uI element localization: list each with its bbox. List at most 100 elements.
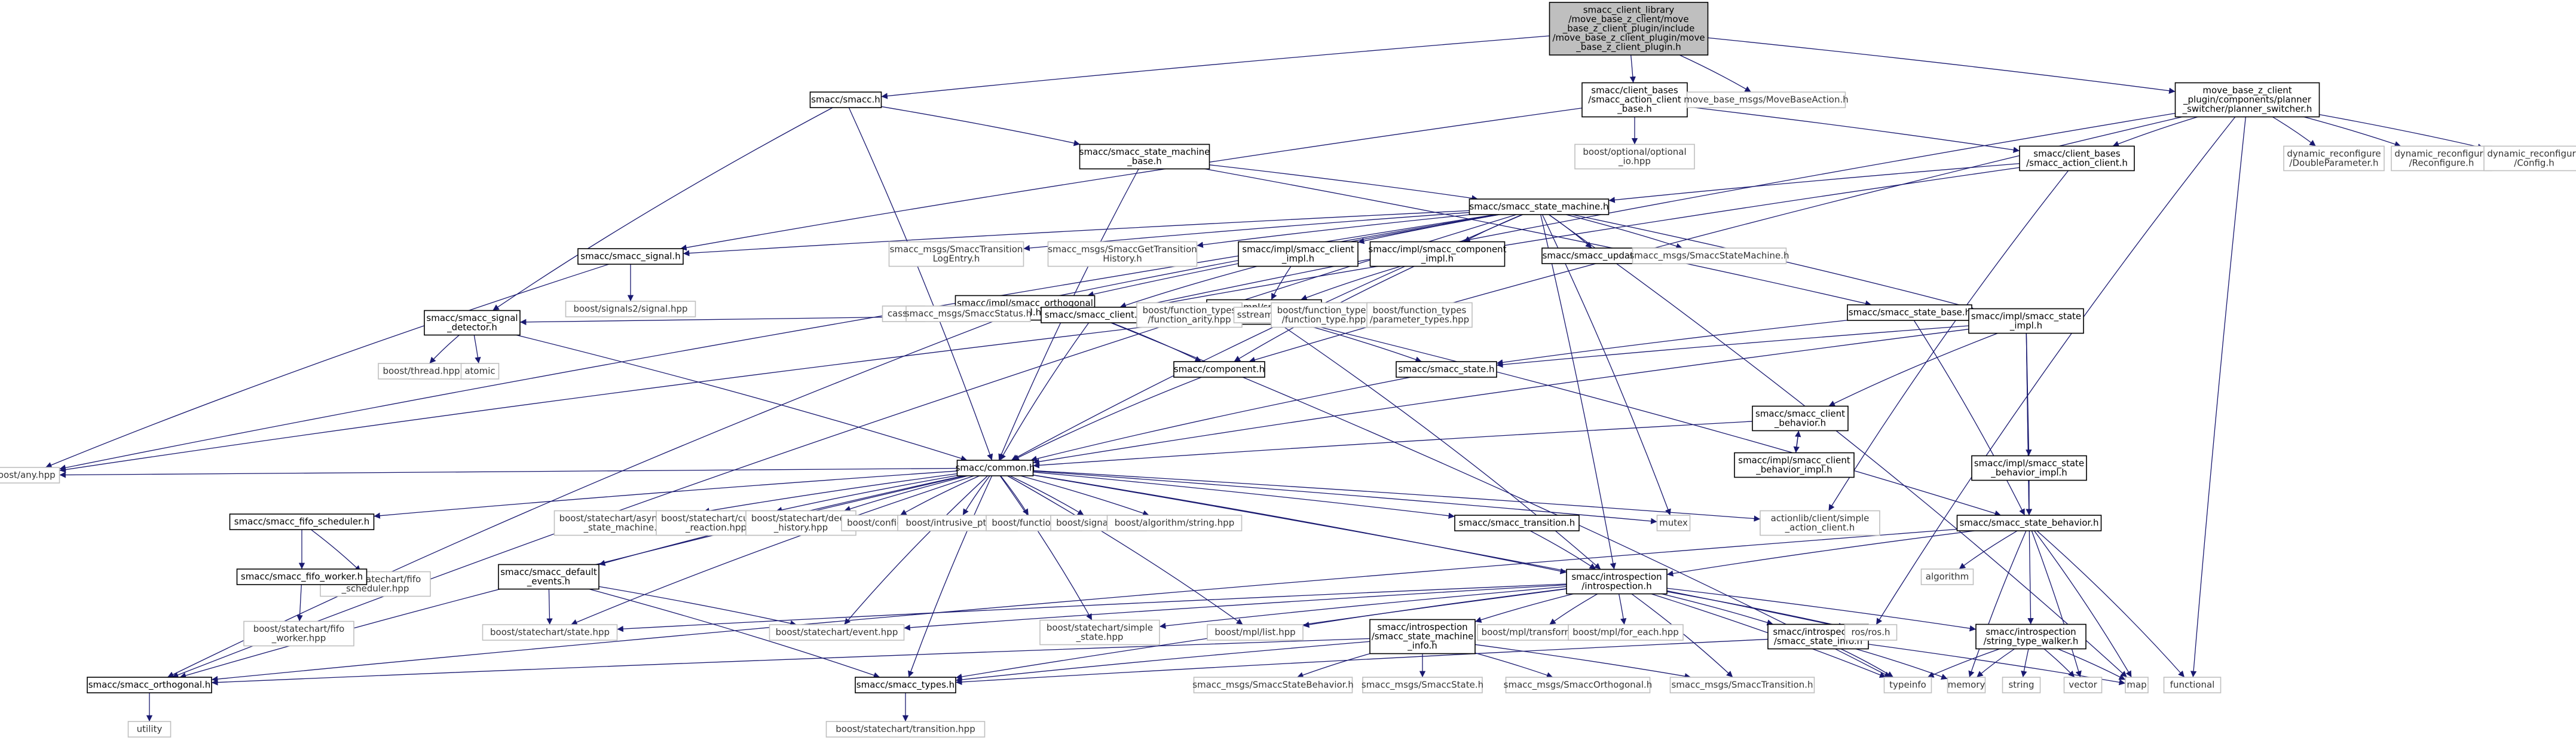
node-ssm[interactable]: smacc/smacc_state_machine.h [1468,198,1610,215]
node-fifosched[interactable]: smacc/smacc_fifo_scheduler.h [229,513,375,530]
node-planner[interactable]: move_base_z_client_plugin/components/pla… [2174,82,2320,118]
node-bsig2: boost/signals2/signal.hpp [565,301,696,317]
node-box [1568,624,1684,641]
node-box [229,513,375,530]
edge-planner-to-dyndouble [2272,116,2317,147]
node-label-line: smacc/client_bases [1591,85,1678,96]
node-clientbehimpl[interactable]: smacc/impl/smacc_client_behavior_impl.h [1734,452,1855,478]
node-box [1454,515,1580,531]
node-ssimpl[interactable]: smacc/impl/smacc_state_impl.h [1968,308,2084,334]
node-label-line: smacc/smacc_state.h [1398,364,1494,375]
node-clientimpl[interactable]: smacc/impl/smacc_client_impl.h [1238,241,1359,267]
edge-smb-to-ssm [1209,164,1478,201]
edge-ssbeh-to-sorthogonal [211,528,1957,683]
node-clientbeh[interactable]: smacc/smacc_client_behavior.h [1752,405,1849,432]
node-label-line: ros/ros.h [1852,627,1890,638]
node-label-line: smacc/smacc.h [811,94,880,105]
node-label-line: memory [1948,680,1985,690]
node-box [460,363,500,380]
node-label-line: smacc/smacc_signal.h [580,251,680,262]
node-compimpl[interactable]: smacc/impl/smacc_component_impl.h [1368,241,1507,267]
node-stransition[interactable]: smacc/smacc_transition.h [1454,515,1580,531]
edge-ssimpl-to-sstate [1496,325,1969,368]
node-bftype: boost/function_types/function_type.hpp [1271,302,1377,328]
node-msgstate: smacc_msgs/SmaccState.h [1362,677,1483,693]
node-label-line: /smacc_action_client [1588,94,1681,106]
node-label-line: smacc/client_bases [2033,148,2121,160]
node-smb[interactable]: smacc/smacc_state_machine_base.h [1079,143,1210,170]
node-label-line: mutex [1659,518,1688,528]
edge-defevents-to-bscevent [598,586,797,626]
node-ssbase[interactable]: smacc/smacc_state_base.h [1847,304,1972,321]
edge-introspection-to-bscstate [617,583,1567,632]
edge-introspection-to-bmplforeach [1618,594,1627,625]
node-ssminfo[interactable]: smacc/introspection/smacc_state_machine_… [1369,619,1476,655]
node-string: string [2002,677,2041,693]
edge-typewalker-to-map [2057,648,2126,680]
node-label-line: /DoubleParameter.h [2289,158,2378,169]
node-label-line: /move_base_z_client_plugin/move [1552,32,1705,44]
node-mbmsg: move_base_msgs/MoveBaseAction.h [1684,91,1849,108]
edge-compimpl-to-ssmimpl [1301,265,1401,301]
node-label-line: _history.hpp [773,522,828,534]
node-box [1956,515,2102,531]
node-sstate[interactable]: smacc/smacc_state.h [1396,361,1497,378]
edge-common-to-introspection [1033,474,1567,574]
edge-common-to-bconfig [900,475,980,516]
node-label-line: smacc/impl/smacc_state [1974,458,2084,469]
node-sorthogonal[interactable]: smacc/smacc_orthogonal.h [87,677,212,693]
node-label-line: smacc/smacc_fifo_scheduler.h [234,516,369,528]
node-sac[interactable]: smacc/client_bases/smacc_action_client.h [2019,145,2135,172]
edge-smacc_h-to-smb [881,106,1081,146]
node-label-line: smacc/smacc_state_machine.h [1469,201,1608,213]
edge-ssminfo-to-msgbehavior [1296,653,1370,678]
node-dynreconf: dynamic_reconfigure/Reconfigure.h [2391,145,2492,172]
node-msgtrans: smacc_msgs/SmaccTransition.h [1669,677,1815,693]
node-box [1947,677,1986,693]
node-sigdet[interactable]: smacc/smacc_signal_detector.h [424,310,521,336]
node-common[interactable]: smacc/common.h [956,460,1035,476]
node-sclient[interactable]: smacc/smacc_client.h [1041,307,1147,323]
edge-ssm-to-sorthogonal [172,214,1517,678]
node-typewalker[interactable]: smacc/introspection/string_type_walker.h [1975,623,2087,650]
node-label-line: dynamic_reconfigure [2394,148,2488,160]
edge-ssbeh-to-introspection [1666,530,1975,577]
node-defevents[interactable]: smacc/smacc_default_events.h [498,564,599,590]
node-box [1847,304,1972,321]
node-introspection[interactable]: smacc/introspection/introspection.h [1566,568,1668,595]
node-component[interactable]: smacc/component.h [1173,361,1265,378]
node-label-line: utility [137,724,163,735]
node-ssbehimpl[interactable]: smacc/impl/smacc_state_behavior_impl.h [1971,455,2087,481]
edge-common-to-bany [59,467,957,478]
node-ssbeh[interactable]: smacc/smacc_state_behavior.h [1956,515,2102,531]
node-smacc_h[interactable]: smacc/smacc.h [809,91,882,108]
edge-common-to-stransition [1033,472,1455,519]
node-fifoworker[interactable]: smacc/smacc_fifo_worker.h [236,568,368,585]
node-label-line: vector [2069,680,2097,690]
node-label-line: /smacc_action_client.h [2026,158,2128,169]
edge-typewalker-to-string [2021,649,2029,678]
edge-sac-to-simpleac [1828,170,2069,511]
node-box [243,620,354,647]
edge-fifosched-to-bscfifosched [310,529,362,572]
node-sab[interactable]: smacc/client_bases/smacc_action_client_b… [1581,82,1688,118]
node-label-line: smacc/smacc_client.h [1045,310,1143,321]
node-label-line: _behavior_impl.h [1990,467,2067,479]
node-label-line: _base.h [1127,156,1162,167]
node-map: map [2125,677,2149,693]
node-box [809,91,882,108]
node-box [2163,677,2222,693]
node-label-line: smacc/smacc_state_machine [1079,146,1210,158]
node-ssignal[interactable]: smacc/smacc_signal.h [577,248,684,265]
node-label-line: smacc_msgs/SmaccState.h [1362,680,1483,691]
node-box [1233,307,1277,323]
node-root[interactable]: smacc_client_library/move_base_z_client/… [1549,2,1709,56]
node-box [2483,145,2576,172]
edge-ssmimpl-to-bany [59,319,1207,473]
node-box [1883,677,1932,693]
edge-stateinfo-to-typeinfo [1840,648,1894,678]
node-box [1752,405,1849,432]
node-stypes[interactable]: smacc/smacc_types.h [855,677,956,693]
node-label-line: /move_base_z_client/move [1568,14,1688,25]
node-label-line: _detector.h [446,322,497,334]
